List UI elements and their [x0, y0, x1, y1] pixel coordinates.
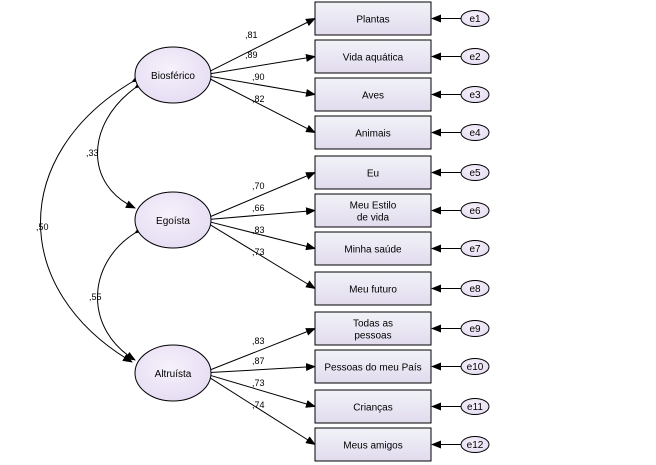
loading-label-meu-futuro: ,73: [252, 247, 265, 257]
error-label-e5: e5: [469, 168, 481, 179]
indicator-box-aves: [314, 77, 432, 112]
loading-label-meu-estilo-de-vida: ,66: [252, 203, 265, 213]
latent-label-biosferico: Biosférico: [151, 71, 195, 82]
loading-arrow-meu-estilo-de-vida: [207, 207, 316, 221]
indicator-box-animais: [314, 115, 432, 150]
links-layer: [40, 14, 461, 449]
indicator-label-criancas: Crianças: [353, 403, 392, 414]
labels-layer: ,81 ,89 ,90 ,82 ,70 ,66 ,83 ,73 ,83 ,87 ,73 ,74 ,33,…: [36, 14, 484, 452]
indicator-box-meu-estilo-de-vida: [314, 193, 432, 228]
error-label-e6: e6: [469, 206, 481, 217]
error-term-e1: [460, 10, 490, 27]
indicator-label-meu-futuro: Meu futuro: [349, 285, 397, 296]
indicator-box-eu: [314, 155, 432, 190]
error-term-e7: [460, 240, 490, 257]
correlation-arc-biosferico-altruista: [40, 73, 142, 363]
indicator-label-meu-estilo-de-vida-line1: Meu Estilo: [350, 201, 397, 212]
error-label-e7: e7: [469, 244, 481, 255]
indicator-label-eu: Eu: [367, 169, 379, 180]
error-term-e11: [460, 398, 490, 415]
loading-label-vida-aquatica: ,89: [245, 50, 258, 60]
loading-label-eu: ,70: [252, 181, 265, 191]
error-label-e4: e4: [469, 128, 481, 139]
indicator-label-meus-amigos: Meus amigos: [343, 441, 402, 452]
loading-arrow-eu: [207, 172, 316, 219]
indicator-label-vida-aquatica: Vida aquática: [343, 53, 404, 64]
error-label-e11: e11: [467, 402, 483, 413]
correlation-arc-egoista-altruista: [97, 224, 145, 361]
loading-label-criancas: ,73: [252, 378, 265, 388]
loading-arrow-aves: [207, 75, 316, 97]
loading-label-minha-saude: ,83: [252, 225, 265, 235]
correlation-label-egoista-altruista: ,55: [89, 292, 102, 302]
indicator-box-plantas: [314, 1, 432, 36]
error-term-e5: [460, 164, 490, 181]
error-term-e6: [460, 202, 490, 219]
indicator-label-todas-as-pessoas-line1: Todas as: [353, 319, 393, 330]
error-label-e12: e12: [467, 440, 484, 451]
latent-ellipse-egoista: [134, 191, 212, 249]
loading-arrow-pessoas-do-meu-pais: [207, 363, 316, 374]
indicator-box-meus-amigos: [314, 427, 432, 462]
indicator-box-vida-aquatica: [314, 39, 432, 74]
correlation-label-biosferico-egoista: ,33: [86, 148, 99, 158]
indicator-label-aves: Aves: [362, 91, 384, 102]
loading-arrow-animais: [207, 77, 316, 133]
loading-label-todas-as-pessoas: ,83: [252, 336, 265, 346]
indicator-box-meu-futuro: [314, 271, 432, 306]
loading-arrow-vida-aquatica: [207, 54, 316, 75]
error-term-e2: [460, 48, 490, 65]
loading-label-aves: ,90: [252, 72, 265, 82]
indicator-label-meu-estilo-de-vida-line2: de vida: [357, 213, 390, 224]
error-label-e8: e8: [469, 284, 481, 295]
loading-arrow-meus-amigos: [207, 376, 316, 446]
loading-arrow-meu-futuro: [207, 222, 316, 290]
indicator-label-plantas: Plantas: [356, 15, 389, 26]
loading-arrow-todas-as-pessoas: [207, 328, 316, 372]
indicator-label-pessoas-do-meu-pais: Pessoas do meu País: [324, 363, 421, 374]
correlation-label-biosferico-altruista: ,50: [36, 222, 49, 232]
error-label-e1: e1: [469, 14, 481, 25]
indicator-label-animais: Animais: [355, 129, 391, 140]
indicator-label-minha-saude: Minha saúde: [344, 245, 402, 256]
latent-ellipse-biosferico: [134, 46, 212, 104]
indicator-box-criancas: [314, 389, 432, 424]
loading-arrow-plantas: [207, 18, 316, 73]
indicator-box-todas-as-pessoas: [314, 311, 432, 346]
error-term-e3: [460, 86, 490, 103]
error-label-e10: e10: [467, 362, 484, 373]
loading-label-animais: ,82: [252, 94, 265, 104]
indicator-box-pessoas-do-meu-pais: [314, 349, 432, 384]
shapes-layer: [134, 1, 490, 462]
loading-label-plantas: ,81: [245, 30, 258, 40]
error-term-e12: [460, 436, 490, 453]
error-term-e4: [460, 124, 490, 141]
error-term-e8: [460, 280, 490, 297]
error-term-e10: [460, 358, 490, 375]
error-label-e2: e2: [469, 52, 481, 63]
loading-label-pessoas-do-meu-pais: ,87: [252, 356, 265, 366]
indicator-label-todas-as-pessoas-line2: pessoas: [354, 331, 391, 342]
indicator-box-minha-saude: [314, 231, 432, 266]
loading-label-meus-amigos: ,74: [252, 400, 265, 410]
error-term-e9: [460, 320, 490, 337]
error-label-e9: e9: [469, 324, 481, 335]
latent-label-egoista: Egoísta: [156, 216, 190, 227]
loading-arrow-criancas: [207, 374, 316, 408]
correlation-arc-biosferico-egoista: [97, 79, 145, 209]
error-label-e3: e3: [469, 90, 481, 101]
latent-ellipse-altruista: [134, 344, 212, 402]
latent-label-altruista: Altruísta: [155, 369, 192, 380]
loading-arrow-minha-saude: [207, 220, 316, 251]
